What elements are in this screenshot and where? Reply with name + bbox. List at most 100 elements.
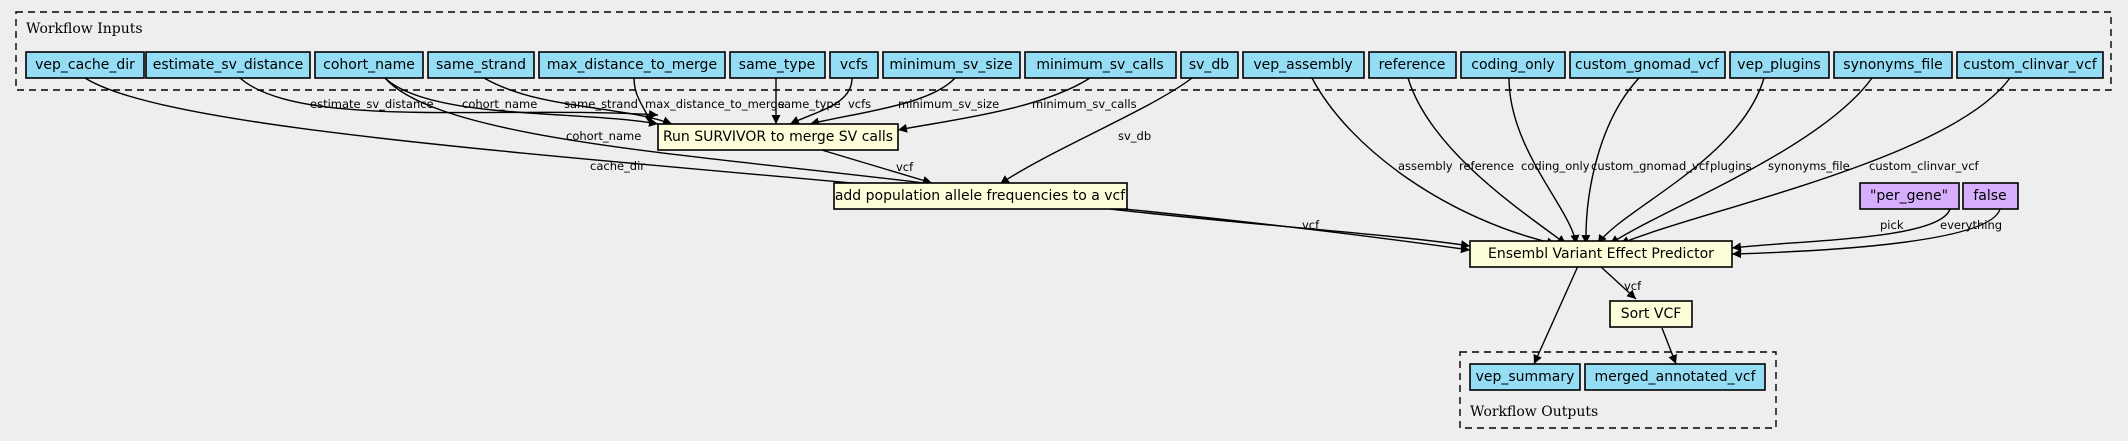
edge-label-pick: pick bbox=[1880, 218, 1904, 232]
svg-text:estimate_sv_distance: estimate_sv_distance bbox=[153, 57, 304, 73]
edge-label-minimum-sv-size: minimum_sv_size bbox=[898, 97, 999, 111]
input-minimum-sv-calls[interactable]: minimum_sv_calls bbox=[1024, 51, 1177, 79]
output-merged-annotated-vcf[interactable]: merged_annotated_vcf bbox=[1584, 363, 1766, 391]
svg-text:Run SURVIVOR to merge SV calls: Run SURVIVOR to merge SV calls bbox=[663, 129, 893, 145]
workflow-inputs-title: Workflow Inputs bbox=[26, 21, 143, 37]
input-vep-assembly[interactable]: vep_assembly bbox=[1242, 51, 1365, 79]
output-nodes: vep_summary merged_annotated_vcf bbox=[1469, 363, 1766, 391]
input-sv-db[interactable]: sv_db bbox=[1180, 51, 1239, 79]
edge-sv-db-to-add-af bbox=[999, 77, 1193, 185]
svg-text:minimum_sv_size: minimum_sv_size bbox=[889, 57, 1012, 73]
input-reference[interactable]: reference bbox=[1368, 51, 1457, 79]
svg-text:custom_clinvar_vcf: custom_clinvar_vcf bbox=[1963, 57, 2098, 73]
svg-text:synonyms_file: synonyms_file bbox=[1843, 57, 1942, 73]
svg-text:Sort VCF: Sort VCF bbox=[1621, 306, 1682, 322]
input-max-distance-to-merge[interactable]: max_distance_to_merge bbox=[538, 51, 726, 79]
edge-survivor-vcf-to-add-af bbox=[814, 147, 933, 185]
edge-label-estimate-sv-distance: estimate_sv_distance bbox=[310, 97, 434, 111]
edge-label-cache-dir: cache_dir bbox=[590, 159, 645, 173]
svg-text:vep_plugins: vep_plugins bbox=[1737, 57, 1820, 73]
workflow-outputs-title: Workflow Outputs bbox=[1470, 404, 1598, 420]
edge-custom-clinvar-to-vep bbox=[1619, 77, 2011, 245]
edge-label-minimum-sv-calls: minimum_sv_calls bbox=[1032, 97, 1137, 111]
input-vep-cache-dir[interactable]: vep_cache_dir bbox=[25, 51, 145, 79]
edge-custom-gnomad-to-vep bbox=[1581, 77, 1640, 245]
step-add-af[interactable]: add population allele frequencies to a v… bbox=[833, 182, 1128, 210]
input-custom-gnomad-vcf[interactable]: custom_gnomad_vcf bbox=[1569, 51, 1726, 79]
edge-reference-to-vep bbox=[1407, 77, 1567, 245]
edge-label-same-strand: same_strand bbox=[564, 97, 638, 111]
svg-text:vep_assembly: vep_assembly bbox=[1253, 57, 1352, 73]
edge-label-custom-clinvar: custom_clinvar_vcf bbox=[1869, 159, 1980, 173]
svg-text:merged_annotated_vcf: merged_annotated_vcf bbox=[1594, 369, 1756, 385]
svg-text:Ensembl Variant Effect Predict: Ensembl Variant Effect Predictor bbox=[1488, 246, 1714, 262]
edge-sort-to-merged-vcf bbox=[1661, 327, 1677, 365]
svg-text:cohort_name: cohort_name bbox=[323, 57, 415, 73]
constant-everything[interactable]: false bbox=[1962, 182, 2019, 210]
input-same-strand[interactable]: same_strand bbox=[427, 51, 535, 79]
svg-text:vep_cache_dir: vep_cache_dir bbox=[35, 57, 135, 73]
edge-vep-vcf-to-sort bbox=[1599, 265, 1637, 300]
edge-label-sv-db: sv_db bbox=[1118, 129, 1151, 143]
input-vep-plugins[interactable]: vep_plugins bbox=[1729, 51, 1830, 79]
svg-text:vep_summary: vep_summary bbox=[1476, 369, 1575, 385]
edge-coding-only-to-vep bbox=[1508, 77, 1580, 245]
constant-pick[interactable]: "per_gene" bbox=[1859, 182, 1960, 210]
input-custom-clinvar-vcf[interactable]: custom_clinvar_vcf bbox=[1956, 51, 2104, 79]
input-synonyms-file[interactable]: synonyms_file bbox=[1833, 51, 1953, 79]
edge-max-distance-to-survivor bbox=[633, 77, 654, 125]
edge-synonyms-file-to-vep bbox=[1609, 77, 1873, 245]
edges bbox=[84, 77, 2011, 365]
edge-label-coding-only: coding_only bbox=[1521, 159, 1590, 173]
edge-label-synonyms-file: synonyms_file bbox=[1768, 159, 1850, 173]
edge-label-cohort-name-survivor: cohort_name bbox=[462, 97, 537, 111]
svg-text:false: false bbox=[1973, 188, 2006, 204]
input-same-type[interactable]: same_type bbox=[729, 51, 826, 79]
step-vep[interactable]: Ensembl Variant Effect Predictor bbox=[1469, 240, 1733, 268]
step-nodes: Run SURVIVOR to merge SV calls add popul… bbox=[657, 123, 1733, 328]
edge-label-vcfs: vcfs bbox=[848, 97, 871, 111]
edge-pick-to-vep bbox=[1731, 208, 1951, 252]
edge-minimum-sv-calls-to-survivor bbox=[897, 77, 1091, 133]
input-vcfs[interactable]: vcfs bbox=[829, 51, 879, 79]
edge-vep-cache-dir-to-vep bbox=[84, 77, 1471, 254]
edge-vep-plugins-to-vep bbox=[1597, 77, 1765, 245]
edge-label-assembly: assembly bbox=[1398, 159, 1453, 173]
svg-text:same_strand: same_strand bbox=[436, 57, 526, 73]
workflow-outputs-cluster: Workflow Outputs bbox=[1459, 351, 1777, 429]
edge-label-max-distance: max_distance_to_merge bbox=[645, 97, 785, 111]
input-estimate-sv-distance[interactable]: estimate_sv_distance bbox=[145, 51, 311, 79]
input-coding-only[interactable]: coding_only bbox=[1460, 51, 1566, 79]
edge-label-cohort-name-af: cohort_name bbox=[566, 129, 641, 143]
svg-text:minimum_sv_calls: minimum_sv_calls bbox=[1036, 57, 1163, 73]
svg-text:reference: reference bbox=[1379, 57, 1446, 73]
edge-label-same-type: same_type bbox=[778, 97, 841, 111]
svg-text:same_type: same_type bbox=[739, 57, 815, 73]
input-minimum-sv-size[interactable]: minimum_sv_size bbox=[882, 51, 1021, 79]
edge-labels: estimate_sv_distance cohort_name same_st… bbox=[310, 97, 2002, 293]
edge-label-everything: everything bbox=[1940, 218, 2002, 232]
edge-everything-to-vep bbox=[1731, 208, 2001, 259]
edge-minimum-sv-size-to-survivor bbox=[809, 77, 956, 127]
edge-label-plugins: plugins bbox=[1710, 159, 1752, 173]
input-cohort-name[interactable]: cohort_name bbox=[314, 51, 424, 79]
edge-vep-assembly-to-vep bbox=[1311, 77, 1557, 247]
edge-label-custom-gnomad: custom_gnomad_vcf bbox=[1591, 159, 1710, 173]
edge-estimate-sv-distance-to-survivor bbox=[239, 77, 659, 119]
edge-vep-to-vep-summary bbox=[1533, 265, 1579, 365]
edge-label-af-vcf: vcf bbox=[1302, 218, 1320, 232]
input-nodes: vep_cache_dir estimate_sv_distance cohor… bbox=[25, 51, 2104, 79]
svg-text:"per_gene": "per_gene" bbox=[1870, 188, 1948, 204]
step-sort-vcf[interactable]: Sort VCF bbox=[1609, 300, 1693, 328]
svg-text:add population allele frequenc: add population allele frequencies to a v… bbox=[835, 188, 1126, 204]
edge-vcfs-to-survivor bbox=[789, 77, 853, 125]
workflow-inputs-cluster: Workflow Inputs bbox=[15, 11, 2112, 91]
step-survivor[interactable]: Run SURVIVOR to merge SV calls bbox=[657, 123, 899, 151]
svg-text:max_distance_to_merge: max_distance_to_merge bbox=[547, 57, 717, 73]
svg-text:vcfs: vcfs bbox=[840, 57, 868, 73]
edge-label-survivor-vcf: vcf bbox=[896, 160, 914, 174]
edge-cohort-name-to-survivor bbox=[384, 77, 659, 127]
edge-cohort-name-to-add-af bbox=[384, 77, 933, 188]
output-vep-summary[interactable]: vep_summary bbox=[1469, 363, 1581, 391]
